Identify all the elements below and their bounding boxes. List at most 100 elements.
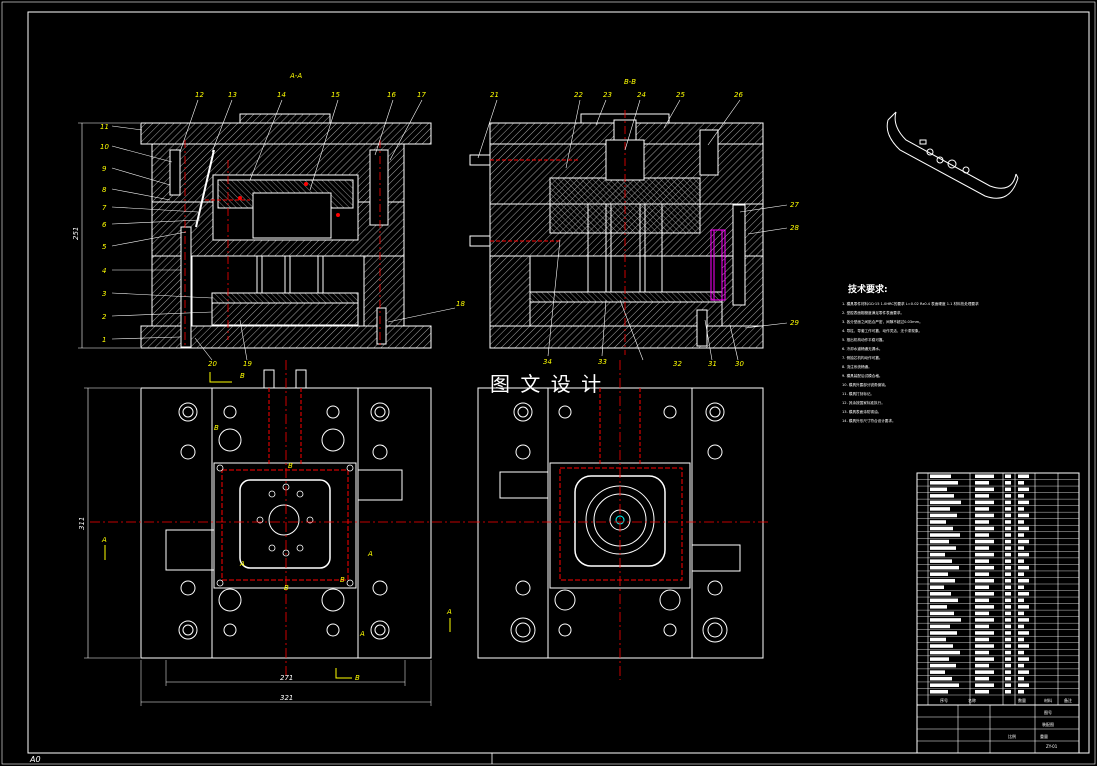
bom-cell-text (975, 650, 989, 655)
plan-view-right (470, 360, 770, 680)
bom-cell-text (975, 637, 989, 642)
tech-req-title: 技术要求: (848, 283, 888, 295)
svg-text:20: 20 (208, 360, 217, 368)
bom-cell-text (1005, 539, 1011, 544)
bom-cell-text (1018, 494, 1024, 498)
bom-cell-text (1005, 546, 1011, 550)
bom-cell-text (975, 624, 989, 629)
title-cell-seq: 序号 (940, 697, 948, 703)
bom-cell-text (1005, 578, 1011, 583)
bom-cell-text (1018, 552, 1029, 557)
bom-cell-text (930, 585, 944, 590)
svg-text:9: 9 (102, 165, 107, 173)
bom-cell-text (975, 585, 989, 590)
bom-cell-text (975, 533, 989, 537)
bom-cell-text (930, 670, 945, 674)
bom-cell-text (1005, 487, 1011, 492)
bom-cell-text (975, 683, 994, 687)
bom-cell-text (1018, 644, 1029, 648)
svg-text:23: 23 (603, 91, 612, 99)
bom-cell-text (930, 618, 961, 622)
svg-text:34: 34 (543, 358, 552, 366)
bom-cell-text (975, 657, 994, 661)
title-cell-code: ZY-01 (1046, 744, 1058, 749)
svg-text:A: A (239, 560, 245, 568)
svg-text:13: 13 (228, 91, 237, 99)
svg-text:2. 型腔表面粗糙度满足零件表面要求。: 2. 型腔表面粗糙度满足零件表面要求。 (842, 310, 904, 315)
bom-cell-text (1018, 689, 1024, 694)
bom-cell-text (1005, 650, 1011, 655)
bom-cell-text (1018, 565, 1029, 570)
bom-cell-text (975, 481, 989, 485)
bom-cell-text (1005, 637, 1011, 642)
dimension-271: 271 (280, 674, 293, 682)
bom-cell-text (930, 605, 947, 609)
svg-text:B: B (284, 584, 289, 592)
bom-cell-text (930, 689, 948, 694)
bom-cell-text (1018, 559, 1024, 563)
bom-cell-text (930, 500, 961, 505)
labels-right: 21 22 23 24 25 26 27 28 29 34 33 32 31 3… (490, 91, 799, 368)
product-sketch (886, 111, 1019, 199)
bom-cell-text (930, 474, 951, 479)
bom-cell-text (930, 572, 948, 576)
svg-text:32: 32 (673, 360, 682, 368)
bom-cell-text (930, 637, 946, 642)
svg-text:8: 8 (102, 186, 107, 194)
bom-cell-text (1005, 494, 1011, 498)
svg-text:6: 6 (102, 221, 107, 229)
bom-cell-text (1005, 689, 1011, 694)
bom-cell-text (930, 611, 954, 616)
title-cell-scale: 比例 (1008, 733, 1016, 739)
bom-cell-text (930, 592, 951, 596)
svg-text:25: 25 (676, 91, 685, 99)
bom-cell-text (975, 552, 994, 557)
bom-cell-text (930, 552, 945, 557)
bom-cell-text (1018, 546, 1024, 550)
bom-cell-text (930, 578, 955, 583)
bom-cell-text (930, 507, 950, 511)
svg-text:17: 17 (417, 91, 426, 99)
bom-cell-text (1018, 598, 1024, 603)
leaders-left (111, 99, 456, 361)
bom-cell-text (930, 559, 952, 563)
svg-text:3. 各分型面之间贴合严密，间隙不超过0.03mm。: 3. 各分型面之间贴合严密，间隙不超过0.03mm。 (842, 319, 923, 324)
bom-cell-text (975, 676, 989, 681)
bom-cell-text (975, 526, 994, 531)
bom-cell-text (975, 559, 989, 563)
svg-text:B: B (340, 576, 345, 584)
dimension-311: 311 (78, 517, 86, 530)
section-view-aa (78, 113, 432, 349)
bom-cell-text (975, 539, 994, 544)
svg-text:29: 29 (790, 319, 799, 327)
bom-cell-text (930, 487, 947, 492)
bom-cell-text (1018, 605, 1029, 609)
bom-cell-text (1018, 611, 1024, 616)
svg-text:1. 模具零件材料GCr15 1.0HRC的要求 L=0.0: 1. 模具零件材料GCr15 1.0HRC的要求 L=0.02 Rz0.4 表面… (842, 301, 979, 306)
bom-cell-text (1018, 481, 1024, 485)
bom-cell-text (1005, 598, 1011, 603)
bom-cell-text (930, 494, 954, 498)
bom-cell-text (975, 494, 989, 498)
title-cell-assembly: 装配图 (1042, 721, 1054, 727)
bom-cell-text (1018, 650, 1024, 655)
bom-cell-text (975, 507, 989, 511)
bom-cell-text (1005, 670, 1011, 674)
svg-text:2: 2 (102, 313, 107, 321)
tech-requirements: 技术要求: 1. 模具零件材料GCr15 1.0HRC的要求 L=0.02 Rz… (842, 283, 979, 423)
svg-text:3: 3 (102, 290, 106, 298)
svg-text:B: B (288, 462, 293, 470)
bom-cell-text (1018, 578, 1029, 583)
bom-cell-text (1005, 663, 1011, 668)
bom-cell-text (1005, 526, 1011, 531)
bom-cell-text (975, 689, 989, 694)
bottom-clamp-plate (140, 325, 432, 349)
bom-cell-text (975, 598, 989, 603)
bom-cell-text (1005, 572, 1011, 576)
bom-cell-text (1005, 605, 1011, 609)
bom-cell-text (930, 598, 958, 603)
bom-cell-text (930, 565, 959, 570)
bom-cell-text (1005, 631, 1011, 635)
bom-cell-text (1018, 526, 1029, 531)
svg-text:11. 模具打刻标记。: 11. 模具打刻标记。 (842, 391, 874, 396)
